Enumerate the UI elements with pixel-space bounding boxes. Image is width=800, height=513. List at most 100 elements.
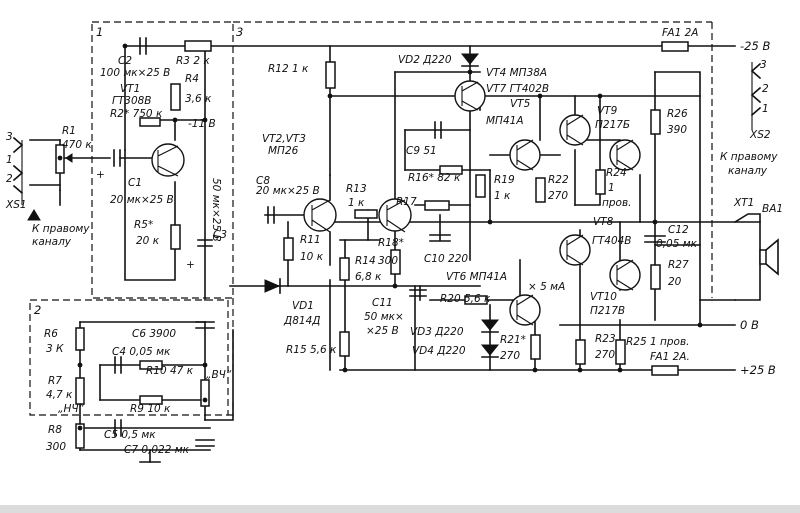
capacitor-c11 — [409, 289, 427, 297]
resistor-r24 — [595, 169, 606, 195]
label-c3: C3 — [213, 229, 227, 241]
transistor-vt10 — [609, 259, 641, 291]
resistor-r9 — [139, 395, 163, 405]
label-r5: R5* — [134, 219, 153, 231]
label-c1-value: 20 мк×25 В — [110, 194, 174, 206]
pin-2-xs2: 2 — [762, 83, 769, 95]
potentiometer-vch — [200, 379, 210, 407]
label-r26: R26 — [667, 108, 688, 120]
output-jack-xs2 — [750, 62, 762, 130]
label-r9: R9 10 к — [130, 403, 171, 415]
resistor-r8 — [75, 423, 85, 449]
label-r19: R19 — [494, 174, 515, 186]
label-to-right-xs1-2: каналу — [32, 236, 72, 248]
label-r6: R6 — [44, 328, 58, 340]
label-vd1-type: Д814Д — [283, 315, 320, 327]
resistor-r2 — [139, 117, 161, 127]
label-c11-value: 50 мк× — [364, 311, 404, 323]
pin-1-xs1: 1 — [6, 154, 13, 166]
label-c4: C4 0,05 мк — [112, 346, 171, 358]
label-r6-value: 3 К — [46, 343, 64, 355]
capacitor-c9 — [434, 121, 442, 139]
label-c7: C7 0,022 мк — [124, 444, 190, 456]
label-vt7: VT7 ГТ402В — [486, 83, 549, 95]
label-block2: 2 — [34, 303, 41, 317]
label-vt1-type: ГТ308В — [112, 95, 152, 107]
label-r22-value: 270 — [548, 190, 568, 202]
label-to-right-xs2-1: К правому — [720, 151, 778, 163]
pin-2-xs1: 2 — [6, 173, 13, 185]
transistor-vt2 — [303, 198, 337, 233]
capacitor-c12 — [644, 235, 666, 243]
label-r20: R20 5,6 к — [440, 293, 491, 305]
label-r21-value: 270 — [500, 350, 520, 362]
label-xt1: XT1 — [733, 197, 754, 209]
label-vt10: VT10 — [590, 291, 617, 303]
label-r17: R17 — [396, 196, 417, 208]
bottom-taskbar-strip — [0, 505, 800, 513]
label-c11-voltage: ×25 В — [366, 325, 399, 337]
pin-3-xs2: 3 — [760, 59, 767, 71]
resistor-r26 — [650, 109, 661, 135]
label-r1: R1 — [62, 125, 76, 137]
label-c8: C8 — [256, 175, 270, 187]
rail-pos-25v: +25 В — [740, 363, 776, 377]
capacitor-c8 — [267, 206, 275, 224]
label-r10: R10 47 к — [146, 365, 194, 377]
label-r7: R7 — [48, 375, 62, 387]
label-vt8: VT8 — [593, 216, 614, 228]
label-r27-value: 20 — [668, 276, 682, 288]
labels: 1 3 2 C2 100 мк×25 В R3 2 к VT1 ГТ308В R… — [5, 25, 783, 456]
rail-zero-v: 0 В — [740, 318, 759, 332]
resistor-r22 — [535, 177, 546, 203]
resistor-r11 — [283, 237, 294, 261]
label-fa1-bottom: FA1 2А. — [650, 351, 690, 363]
label-c8-value: 20 мк×25 В — [256, 185, 320, 197]
label-vd4: VD4 Д220 — [412, 345, 466, 357]
label-vt23: VT2,VT3 — [262, 133, 306, 145]
input-jack-xs1 — [12, 136, 24, 205]
capacitor-c3 — [197, 239, 213, 247]
capacitor-c2 — [139, 37, 147, 55]
resistor-r12 — [325, 61, 336, 89]
label-r11: R11 — [300, 234, 321, 246]
label-c12: C12 — [668, 224, 689, 236]
label-vch: „ВЧ“ — [206, 369, 232, 381]
label-r22: R22 — [548, 174, 569, 186]
resistor-r20 — [464, 295, 488, 305]
potentiometer-r7 — [75, 377, 85, 405]
label-r7-value: 4,7 к — [46, 389, 73, 401]
potentiometer-r13 — [354, 209, 378, 219]
label-r24: R24 — [606, 167, 627, 179]
speaker-terminal-xt1 — [733, 213, 779, 301]
sign-plus-c1: + — [96, 169, 105, 181]
label-vt8-type: ГТ404В — [592, 235, 632, 247]
resistor-r18 — [390, 249, 401, 275]
resistor-r17 — [424, 200, 450, 211]
label-r24-value: 1 — [608, 182, 615, 194]
label-c9: C9 51 — [406, 145, 437, 157]
label-r24-unit: пров. — [602, 197, 631, 209]
capacitor-c4 — [114, 356, 122, 374]
label-r7-nch: „НЧ“ — [58, 403, 85, 415]
label-vt23-type: МП26 — [268, 145, 299, 157]
label-vt10-type: П217В — [590, 305, 625, 317]
label-r5-value: 20 к — [136, 235, 160, 247]
block3-components — [264, 41, 779, 376]
resistor-r23 — [575, 339, 586, 365]
label-r25: R25 1 пров. — [626, 336, 690, 348]
diode-vd3 — [480, 319, 500, 333]
transistor-vt7 — [559, 114, 591, 146]
rail-neg-25v: -25 В — [740, 39, 770, 53]
label-r23-value: 270 — [595, 349, 615, 361]
label-ba1: BA1 — [762, 203, 783, 215]
label-r13-value: 1 к — [348, 197, 365, 209]
label-vd3: VD3 Д220 — [410, 326, 464, 338]
block3-wiring — [264, 45, 736, 371]
label-r14: R14 — [355, 255, 376, 267]
resistor-r15 — [339, 331, 350, 357]
label-r2: R2* 750 к — [110, 108, 163, 120]
label-r21: R21* — [500, 334, 526, 346]
label-vd2: VD2 Д220 — [398, 54, 452, 66]
label-r26-value: 390 — [667, 124, 687, 136]
